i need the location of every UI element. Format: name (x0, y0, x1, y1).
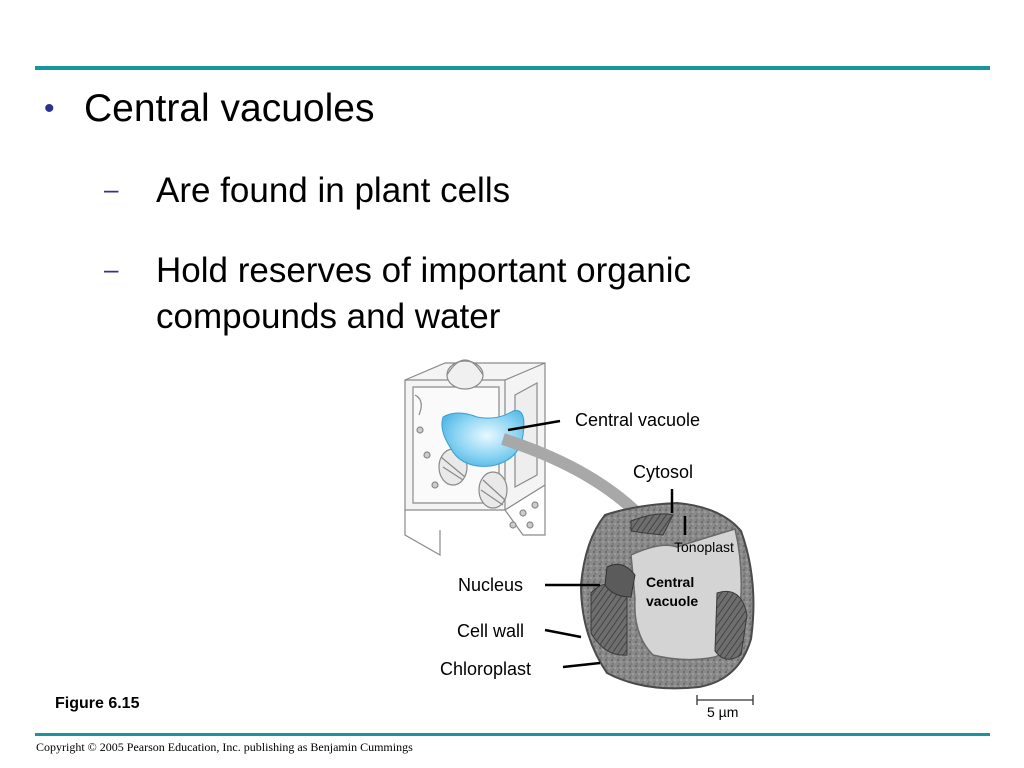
label-line: Central (646, 574, 695, 590)
subpoint-text-line1: Hold reserves of important organic (156, 251, 691, 290)
top-divider (35, 66, 990, 70)
subpoint-text: Are found in plant cells (156, 171, 511, 210)
scale-bar (696, 695, 754, 705)
plant-cell-illustration (404, 359, 546, 557)
label-line: vacuole (646, 593, 699, 609)
plant-cell-figure (404, 359, 755, 705)
dash-marker: – (104, 254, 119, 284)
label-cytosol: Cytosol (633, 462, 694, 482)
label-tonoplast: Tonoplast (674, 539, 734, 555)
dash-marker: – (104, 174, 119, 204)
bullet-marker: • (44, 92, 55, 125)
label-central-vacuole-inner: Central vacuole (646, 573, 698, 611)
figure-caption: Figure 6.15 (55, 695, 140, 712)
central-vacuole-shape (441, 410, 525, 467)
bottom-divider (35, 733, 990, 736)
label-cell-wall: Cell wall (457, 621, 525, 641)
bullet-text: Central vacuoles (84, 87, 375, 130)
label-nucleus: Nucleus (458, 575, 524, 595)
subpoint-text-line2: compounds and water (156, 297, 501, 336)
label-central-vacuole: Central vacuole (575, 410, 701, 430)
copyright-footer: Copyright © 2005 Pearson Education, Inc.… (36, 740, 413, 754)
label-scale: 5 µm (707, 704, 739, 720)
label-chloroplast: Chloroplast (440, 659, 532, 679)
micrograph (579, 501, 755, 690)
